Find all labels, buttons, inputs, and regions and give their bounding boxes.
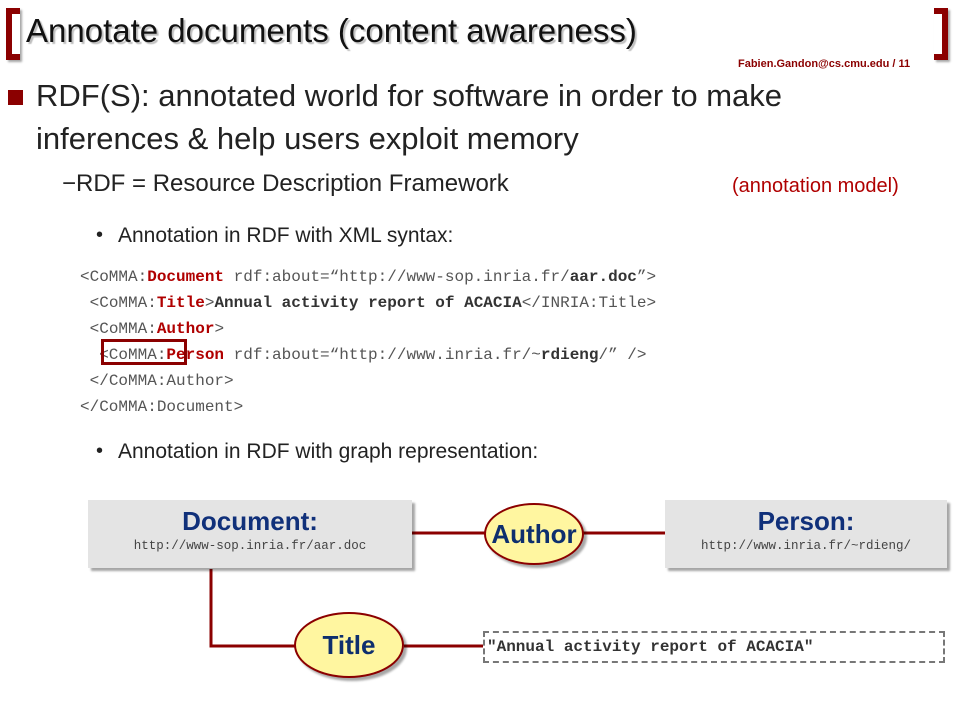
slide-title: Annotate documents (content awareness) [26,12,637,49]
document-node: Document: http://www-sop.inria.fr/aar.do… [88,500,412,568]
person-node-title: Person: [757,506,855,536]
bullet-dot-icon: • [96,224,104,246]
document-node-url: http://www-sop.inria.fr/aar.doc [133,539,367,553]
title-literal-text: "Annual activity report of ACACIA" [487,638,814,656]
sub-bullet-rdf: −RDF = Resource Description Framework [62,170,509,197]
rdf-xml-code: <CoMMA:Document rdf:about=“http://www-so… [80,264,656,420]
person-node: Person: http://www.inria.fr/~rdieng/ [665,500,947,568]
code-line-1: <CoMMA:Document rdf:about=“http://www-so… [80,268,657,286]
slide-author-ref: Fabien.Gandon@cs.cmu.edu / 11 [738,58,911,70]
author-property-node: Author [484,503,584,565]
bullet-dot-icon: • [96,440,104,462]
document-node-title: Document: [182,506,318,536]
item-graph-representation: Annotation in RDF with graph representat… [118,440,539,463]
code-line-2: <CoMMA:Title>Annual activity report of A… [89,294,657,312]
title-label: Title [322,630,376,660]
bullet-square-icon [8,90,23,105]
code-line-5: </CoMMA:Author> [89,372,234,390]
author-label: Author [491,519,577,549]
code-line-3: <CoMMA:Author> [89,320,225,338]
title-property-node: Title [294,612,404,678]
main-bullet-text: RDF(S): annotated world for software in … [36,78,783,156]
code-line-4: <CoMMA:Person rdf:about=“http://www.inri… [99,346,647,364]
title-bracket-right [934,8,948,60]
person-node-url: http://www.inria.fr/~rdieng/ [700,539,912,553]
title-bracket-left [6,8,20,60]
title-literal-node: "Annual activity report of ACACIA" [483,631,945,663]
code-line-6: </CoMMA:Document> [80,398,244,416]
highlight-box [101,339,187,365]
edge-document-title [209,569,296,648]
annotation-model-note: (annotation model) [732,175,899,197]
item-xml-syntax: Annotation in RDF with XML syntax: [118,224,454,247]
